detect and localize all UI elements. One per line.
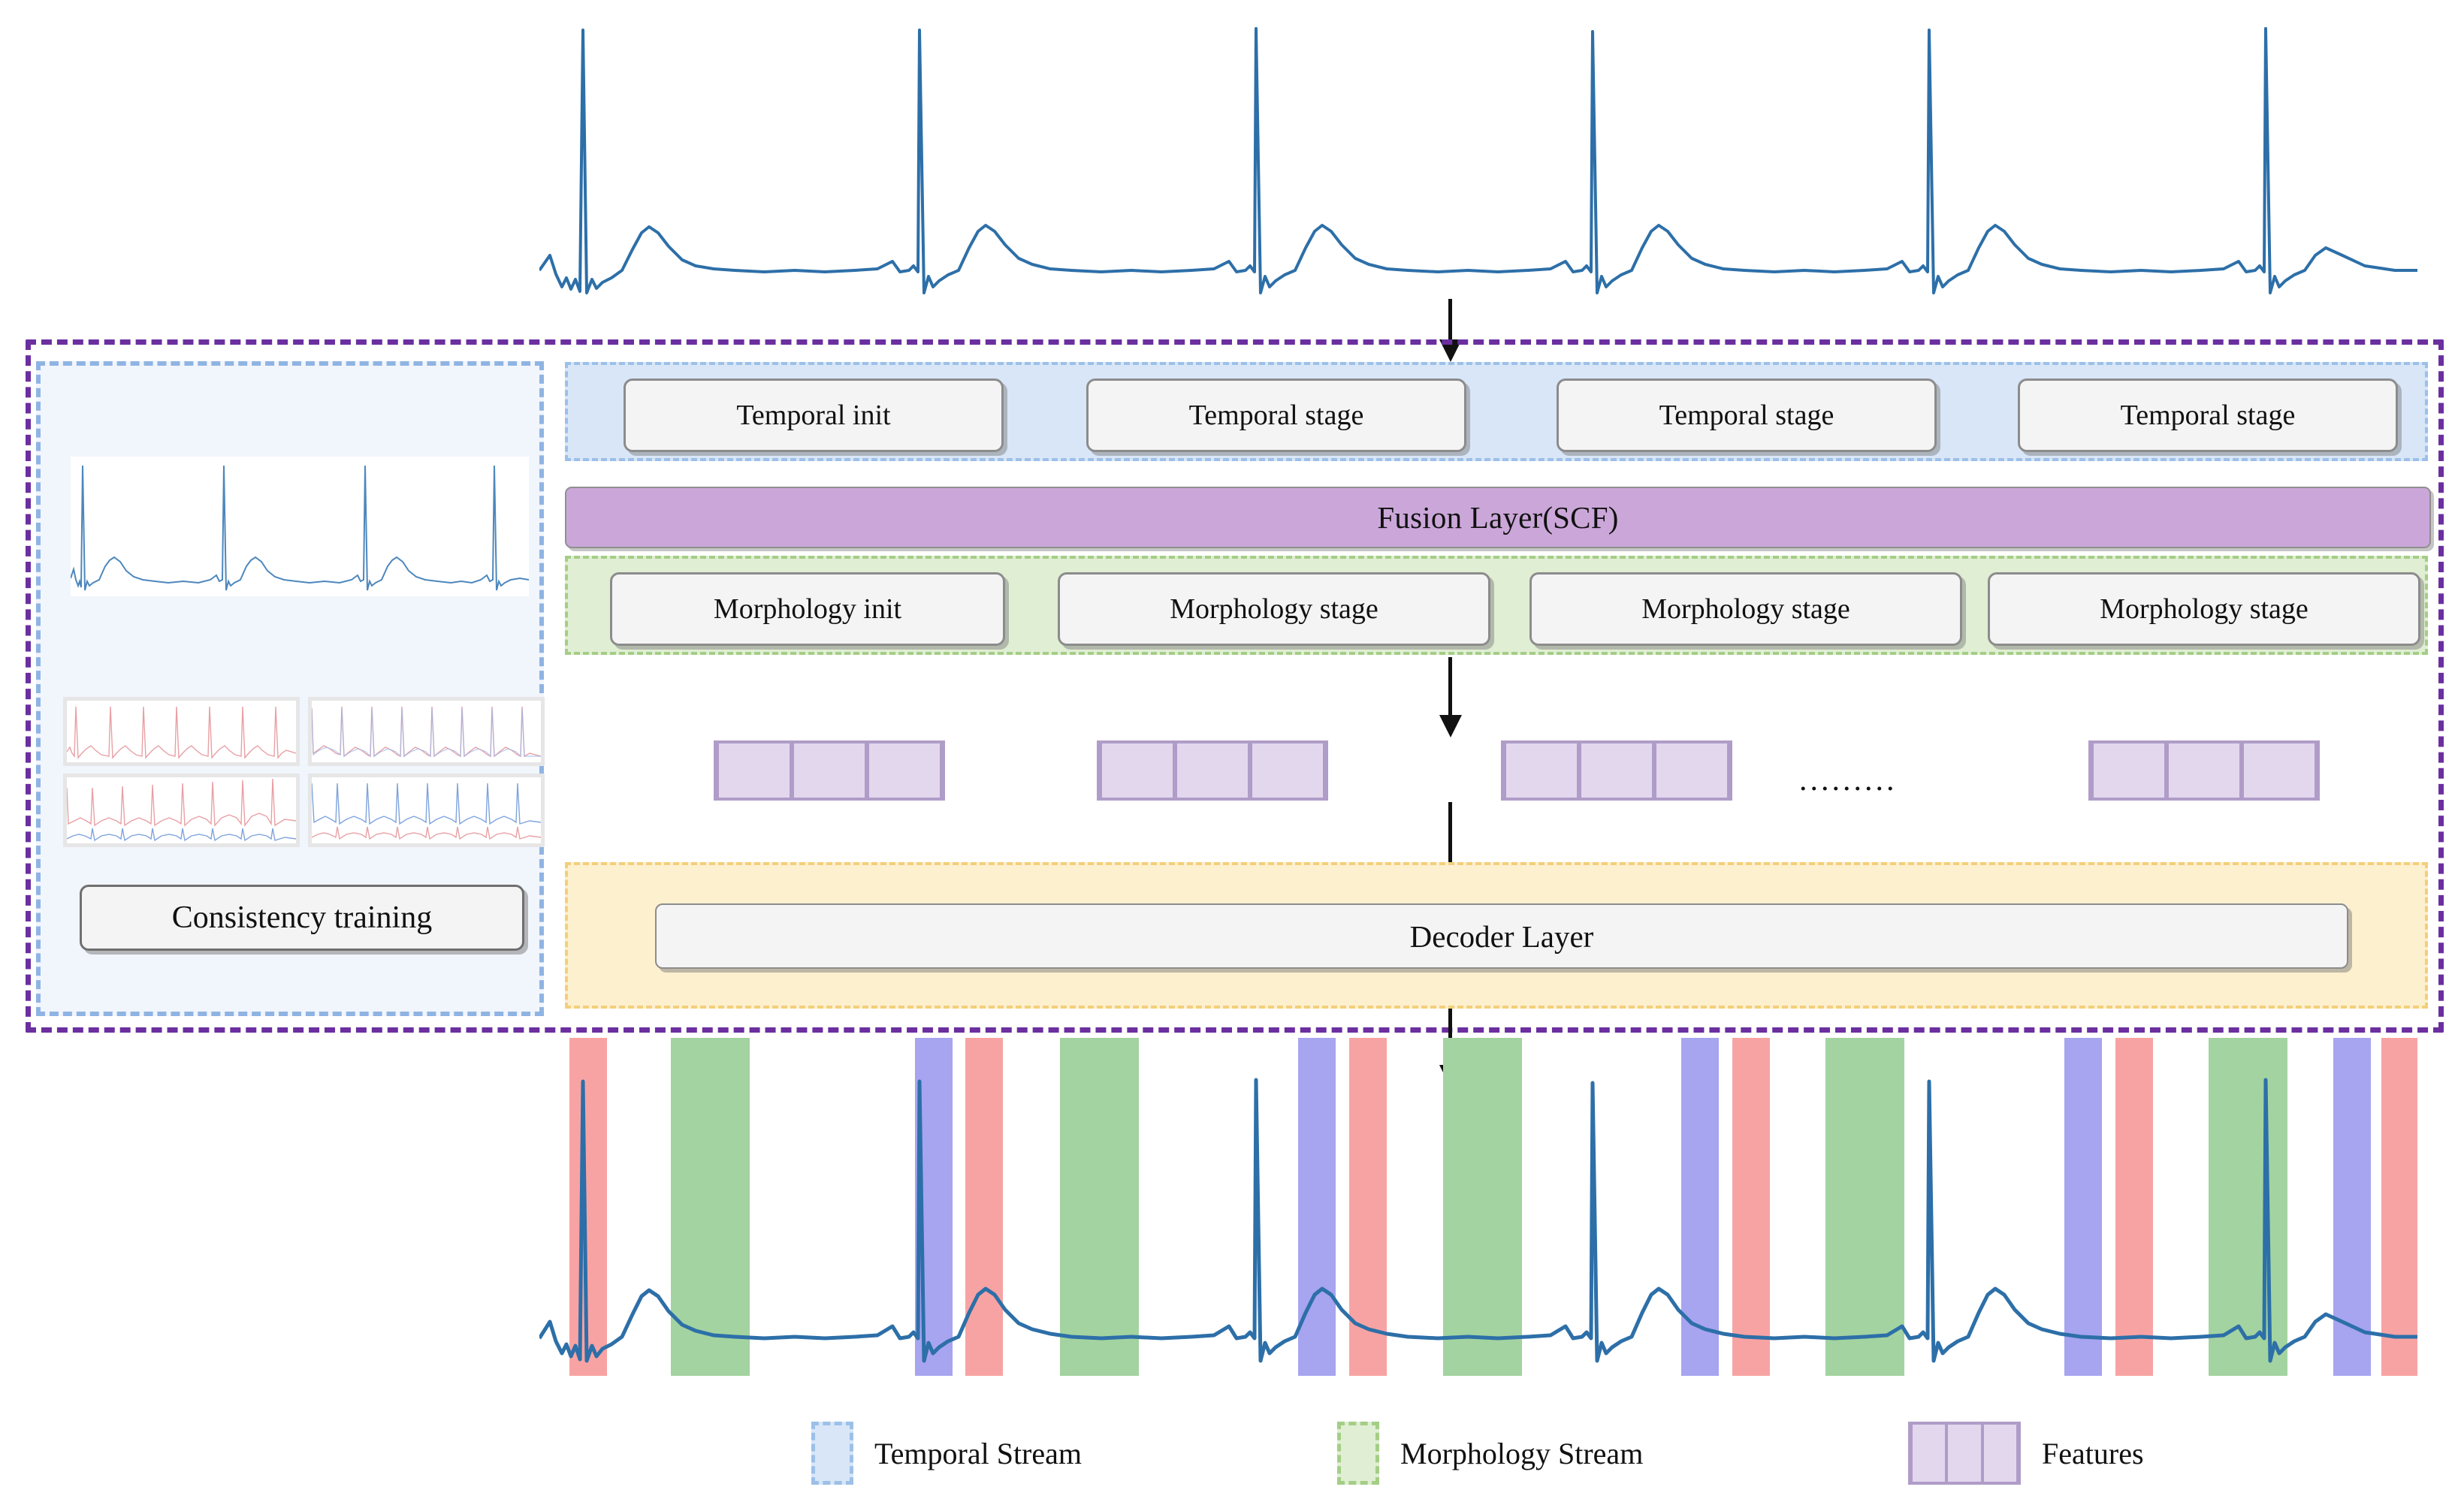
feature-cell (1913, 1425, 1946, 1482)
feature-cell (2244, 743, 2315, 798)
t-band (1825, 1038, 1904, 1376)
morphology-stream-container: Morphology init Morphology stage Morphol… (565, 556, 2428, 655)
legend-label-temporal: Temporal Stream (874, 1436, 1082, 1470)
consistency-training-label: Consistency training (171, 900, 433, 935)
morphology-init-chip[interactable]: Morphology init (610, 572, 1005, 646)
feature-cell (1948, 1425, 1981, 1482)
arrow-stream-to-features-line (1448, 657, 1452, 720)
model-outer-boundary (26, 339, 2444, 1033)
temporal-stage-label: Temporal stage (2120, 400, 2296, 431)
qrs-band (1349, 1038, 1387, 1376)
temporal-stage-chip-2[interactable]: Temporal stage (1557, 379, 1937, 452)
feature-cell (1177, 743, 1248, 798)
arrow-features-to-decoder-line (1448, 802, 1452, 889)
sidebar-reference-ecg (71, 457, 529, 596)
morphology-stage-chip-1[interactable]: Morphology stage (1058, 572, 1490, 646)
features-ellipsis: ......... (1799, 763, 1898, 798)
feature-cell (794, 743, 865, 798)
temporal-stage-chip-1[interactable]: Temporal stage (1086, 379, 1466, 452)
feature-token-group (2088, 740, 2320, 801)
feature-cell (1102, 743, 1173, 798)
qrs-band (1732, 1038, 1770, 1376)
temporal-init-label: Temporal init (736, 400, 891, 431)
p-band (2064, 1038, 2102, 1376)
legend-label-morphology: Morphology Stream (1400, 1436, 1644, 1470)
feature-cell (1983, 1425, 2016, 1482)
legend-item-features: Features (1908, 1422, 2144, 1485)
decoder-layer-label: Decoder Layer (1409, 918, 1594, 954)
decoder-layer-box[interactable]: Decoder Layer (655, 903, 2348, 969)
temporal-swatch-icon (811, 1422, 853, 1485)
t-band (2209, 1038, 2287, 1376)
augmented-ecg-thumbnail (308, 697, 545, 766)
morphology-stage-label: Morphology stage (1641, 593, 1850, 625)
temporal-stage-label: Temporal stage (1188, 400, 1364, 431)
fusion-layer-label: Fusion Layer(SCF) (1377, 500, 1619, 535)
feature-cell (1252, 743, 1323, 798)
feature-cell (2094, 743, 2164, 798)
morphology-swatch-icon (1337, 1422, 1379, 1485)
qrs-band (2115, 1038, 2153, 1376)
arrow-stream-to-features-head (1439, 715, 1462, 737)
features-swatch-icon (1908, 1422, 2021, 1485)
qrs-band (965, 1038, 1003, 1376)
fusion-layer-bar[interactable]: Fusion Layer(SCF) (565, 487, 2431, 548)
t-band (671, 1038, 750, 1376)
temporal-stage-chip-3[interactable]: Temporal stage (2018, 379, 2398, 452)
temporal-stream-container: Temporal init Temporal stage Temporal st… (565, 362, 2428, 461)
morphology-stage-chip-2[interactable]: Morphology stage (1529, 572, 1962, 646)
morphology-stage-label: Morphology stage (2100, 593, 2308, 625)
morphology-stage-label: Morphology stage (1170, 593, 1378, 625)
temporal-stage-label: Temporal stage (1659, 400, 1834, 431)
feature-cell (719, 743, 790, 798)
legend-item-temporal-stream: Temporal Stream (811, 1422, 1337, 1485)
augmented-ecg-thumbnail (63, 697, 300, 766)
input-ecg-waveform (539, 27, 2417, 294)
feature-cell (869, 743, 940, 798)
feature-cell (1506, 743, 1577, 798)
temporal-init-chip[interactable]: Temporal init (624, 379, 1004, 452)
t-band (1060, 1038, 1139, 1376)
consistency-training-button[interactable]: Consistency training (80, 885, 524, 951)
legend-item-morphology-stream: Morphology Stream (1337, 1422, 1908, 1485)
feature-cell (1656, 743, 1727, 798)
feature-cell (1581, 743, 1652, 798)
p-band (1298, 1038, 1336, 1376)
augmented-ecg-thumbnail (308, 774, 545, 847)
feature-token-group (1501, 740, 1732, 801)
augmented-ecg-thumbnail (63, 774, 300, 847)
feature-cell (2169, 743, 2239, 798)
morphology-init-label: Morphology init (713, 593, 902, 625)
t-band (1443, 1038, 1522, 1376)
qrs-band (2381, 1038, 2417, 1376)
feature-token-group (714, 740, 945, 801)
arrow-input-to-temporal-line (1448, 299, 1452, 345)
segmented-ecg-waveform (539, 1038, 2417, 1376)
feature-token-group (1097, 740, 1328, 801)
legend-label-features: Features (2042, 1436, 2144, 1470)
qrs-band (569, 1038, 607, 1376)
legend: Temporal Stream Morphology Stream Featur… (811, 1412, 2239, 1494)
morphology-stage-chip-3[interactable]: Morphology stage (1988, 572, 2420, 646)
